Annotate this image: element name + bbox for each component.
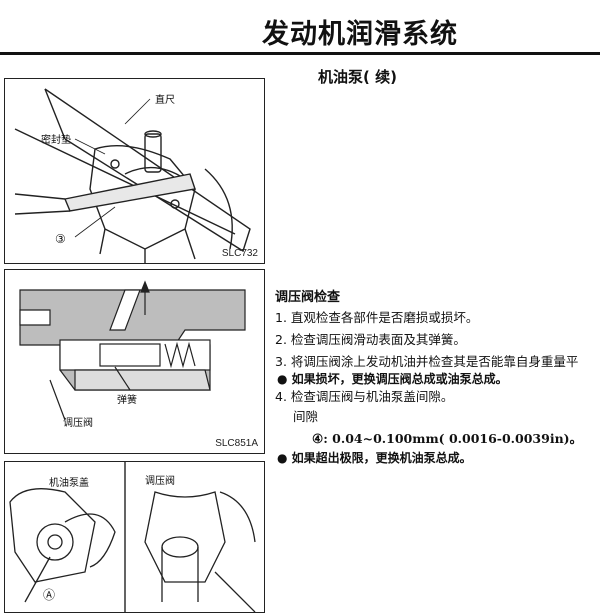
clearance-label: 间隙 [293, 409, 319, 424]
figure-code: SLC732 [221, 248, 258, 259]
pump-cover-label: 机油泵盖 [49, 478, 89, 489]
title-divider [0, 52, 600, 55]
note-replace-valve: ● 如果损坏，更换调压阀总成或油泵总成。 [277, 372, 508, 386]
section-title: 机油泵( 续) [318, 68, 397, 86]
figure-code: SLC851A [215, 438, 258, 449]
note-limit: ● 如果超出极限，更换机油泵总成。 [277, 451, 472, 465]
procedure-step-3: 3. 将调压阀涂上发动机油并检查其是否能靠自身重量平 [275, 354, 579, 369]
procedure-step-2: 2. 检查调压阀滑动表面及其弹簧。 [275, 332, 466, 347]
regulator-valve-label: 调压阀 [63, 418, 93, 429]
straight-edge-label: 直尺 [155, 95, 175, 106]
figure-straight-edge-check: 直尺 密封垫 ③ SLC732 [4, 78, 265, 264]
spring-label: 弹簧 [117, 395, 137, 406]
procedure-step-4: 4. 检查调压阀与机油泵盖间隙。 [275, 389, 454, 404]
regulator-valve-cross-section [19, 280, 246, 421]
figure-regulator-valve-section: 弹簧 调压阀 SLC851A [4, 269, 265, 454]
callout-a-label: Ⓐ [43, 588, 56, 602]
figure-clearance-measurement: 机油泵盖 调压阀 Ⓐ [4, 461, 265, 613]
page-title: 发动机润滑系统 [262, 19, 458, 50]
gasket-label: 密封垫 [41, 135, 71, 146]
regulator-valve-label: 调压阀 [145, 476, 175, 487]
procedure-title: 调压阀检查 [275, 290, 341, 305]
straight-edge-illustration [14, 88, 251, 263]
callout-3-label: ③ [55, 232, 66, 246]
clearance-spec: ④: 0.04~0.100mm( 0.0016-0.0039in)。 [312, 431, 583, 446]
procedure-step-1: 1. 直观检查各部件是否磨损或损坏。 [275, 310, 479, 325]
